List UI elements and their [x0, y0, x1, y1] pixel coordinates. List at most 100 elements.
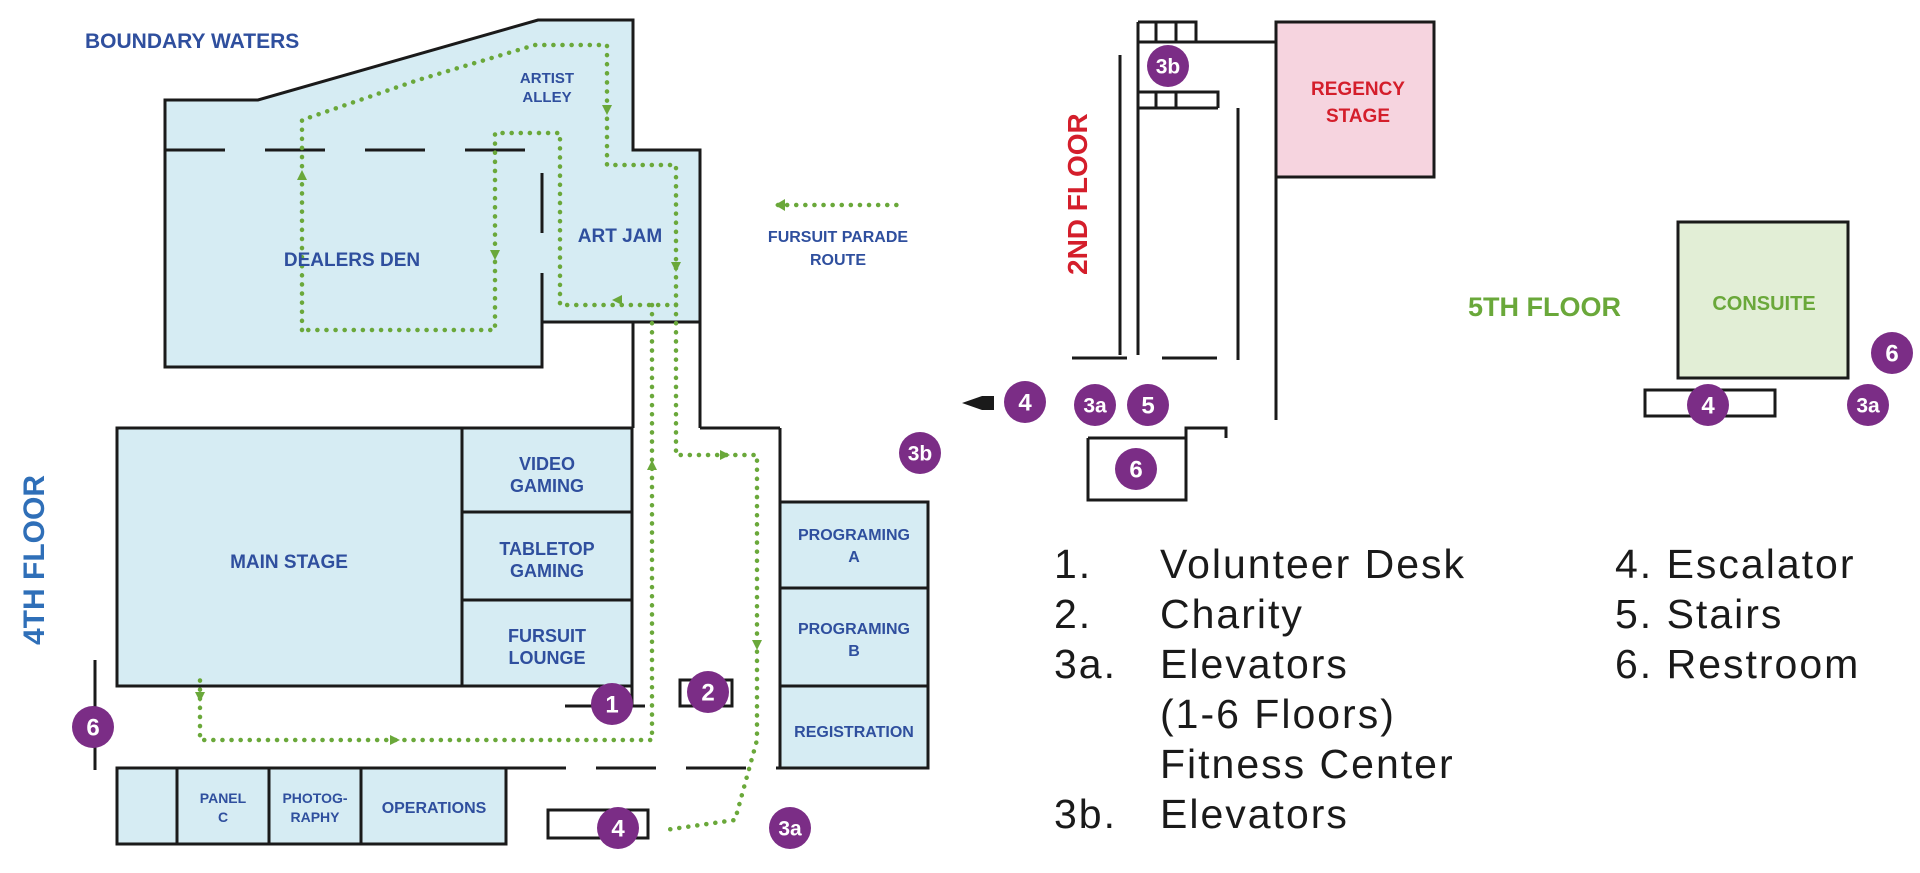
- fursuit-lounge-room[interactable]: [460, 598, 634, 688]
- route-arrow: [720, 450, 730, 460]
- direction-arrow-icon: [982, 396, 994, 410]
- svg-text:2: 2: [701, 680, 714, 707]
- fifth-floor-map: [1643, 220, 1850, 418]
- photography-room[interactable]: [267, 766, 363, 846]
- legend-right-text: 4. Escalator: [1615, 541, 1856, 587]
- programing-b-room[interactable]: [778, 586, 930, 688]
- panel-c-label: PANEL: [200, 790, 247, 806]
- svg-text:3a: 3a: [1856, 395, 1880, 418]
- programing-a-label: PROGRAMING: [798, 527, 910, 544]
- svg-text:4: 4: [611, 816, 625, 843]
- panel-c-room[interactable]: [175, 766, 271, 846]
- art-jam-label: ART JAM: [578, 226, 662, 247]
- badge-3b-4th[interactable]: 3b: [899, 432, 941, 474]
- dealers-den-label: DEALERS DEN: [284, 250, 420, 271]
- operations-room[interactable]: [359, 766, 508, 846]
- parade-route-label: ROUTE: [810, 252, 866, 269]
- video-gaming-room[interactable]: [460, 426, 634, 514]
- badge-4-5th[interactable]: 4: [1687, 384, 1729, 426]
- legend-num: 3b.: [1054, 791, 1117, 837]
- badge-4-4th[interactable]: 4: [597, 807, 639, 849]
- badge-5-2nd[interactable]: 5: [1127, 384, 1169, 426]
- consuite-room[interactable]: [1676, 220, 1850, 380]
- legend-text: Volunteer Desk: [1160, 541, 1466, 587]
- legend-text: Fitness Center: [1160, 741, 1455, 787]
- fourth-floor-title: 4TH FLOOR: [18, 475, 51, 645]
- legend-right-text: 5. Stairs: [1615, 591, 1783, 637]
- svg-text:6: 6: [1129, 457, 1142, 484]
- fourth-floor-map: [93, 18, 930, 846]
- main-stage-label: MAIN STAGE: [230, 552, 348, 573]
- svg-text:1: 1: [605, 692, 618, 719]
- svg-text:3b: 3b: [1156, 56, 1181, 79]
- fursuit-lounge-label: FURSUIT: [508, 626, 586, 646]
- main-stage-room[interactable]: [115, 426, 464, 688]
- svg-text:6: 6: [86, 715, 99, 742]
- badge-1[interactable]: 1: [591, 683, 633, 725]
- regency-stage-label: STAGE: [1326, 106, 1390, 127]
- route-arrow: [390, 735, 400, 745]
- badge-3a-2nd[interactable]: 3a: [1074, 384, 1116, 426]
- regency-stage-room[interactable]: [1274, 20, 1436, 179]
- legend-text: Elevators: [1160, 641, 1349, 687]
- regency-stage-label: REGENCY: [1311, 79, 1405, 100]
- tabletop-gaming-room[interactable]: [460, 510, 634, 602]
- direction-arrow-icon: [962, 392, 982, 410]
- operations-label: OPERATIONS: [382, 800, 487, 817]
- boundary-waters-area[interactable]: [163, 18, 702, 369]
- route-arrow: [297, 170, 307, 180]
- second-floor-map: [962, 20, 1436, 502]
- route-arrow: [775, 199, 785, 211]
- svg-text:3a: 3a: [1083, 395, 1107, 418]
- legend-text: Charity: [1160, 591, 1304, 637]
- svg-text:3a: 3a: [778, 818, 802, 841]
- badge-3a-5th[interactable]: 3a: [1847, 384, 1889, 426]
- parade-route-path: [299, 42, 679, 333]
- svg-text:4: 4: [1018, 390, 1032, 417]
- route-arrow: [671, 262, 681, 272]
- legend-text: Elevators: [1160, 791, 1349, 837]
- badge-6-2nd[interactable]: 6: [1115, 448, 1157, 490]
- photography-label: PHOTOG-: [282, 790, 347, 806]
- svg-text:5: 5: [1141, 393, 1154, 420]
- video-gaming-label: VIDEO: [519, 454, 575, 474]
- video-gaming-label: GAMING: [510, 476, 584, 496]
- route-arrow: [195, 692, 205, 702]
- route-arrow: [602, 105, 612, 115]
- consuite-label: CONSUITE: [1712, 293, 1815, 315]
- programing-a-label: A: [848, 549, 860, 566]
- route-arrow: [490, 250, 500, 260]
- legend-num: 3a.: [1054, 641, 1117, 687]
- svg-text:4: 4: [1701, 393, 1715, 420]
- artist-alley-label: ALLEY: [522, 89, 571, 106]
- legend-num: 2.: [1054, 591, 1092, 637]
- badge-6-4th[interactable]: 6: [72, 706, 114, 748]
- registration-room[interactable]: [778, 684, 930, 770]
- panel-c-label: C: [218, 809, 228, 825]
- boundary-waters-label: BOUNDARY WATERS: [85, 30, 299, 53]
- legend-right-text: 6. Restroom: [1615, 641, 1860, 687]
- route-arrow: [612, 295, 622, 305]
- fifth-floor-title: 5TH FLOOR: [1468, 292, 1621, 322]
- programing-a-room[interactable]: [778, 500, 930, 590]
- photography-label: RAPHY: [290, 809, 340, 825]
- programing-b-label: B: [848, 643, 860, 660]
- registration-label: REGISTRATION: [794, 724, 914, 741]
- programing-b-label: PROGRAMING: [798, 621, 910, 638]
- badge-3a-4th[interactable]: 3a: [769, 807, 811, 849]
- route-arrow: [647, 460, 657, 470]
- badge-2[interactable]: 2: [687, 671, 729, 713]
- svg-text:6: 6: [1885, 341, 1898, 368]
- bottom-room-small[interactable]: [115, 766, 179, 846]
- legend-list: 1. Volunteer Desk 2. Charity 3a. Elevato…: [1054, 541, 1860, 837]
- tabletop-gaming-label: TABLETOP: [499, 539, 594, 559]
- badge-6-5th[interactable]: 6: [1871, 332, 1913, 374]
- artist-alley-label: ARTIST: [520, 70, 574, 87]
- legend-text: (1-6 Floors): [1160, 691, 1396, 737]
- svg-text:3b: 3b: [908, 443, 933, 466]
- legend-num: 1.: [1054, 541, 1092, 587]
- badge-3b-2nd[interactable]: 3b: [1147, 45, 1189, 87]
- badge-4-2nd[interactable]: 4: [1004, 381, 1046, 423]
- fursuit-lounge-label: LOUNGE: [508, 648, 585, 668]
